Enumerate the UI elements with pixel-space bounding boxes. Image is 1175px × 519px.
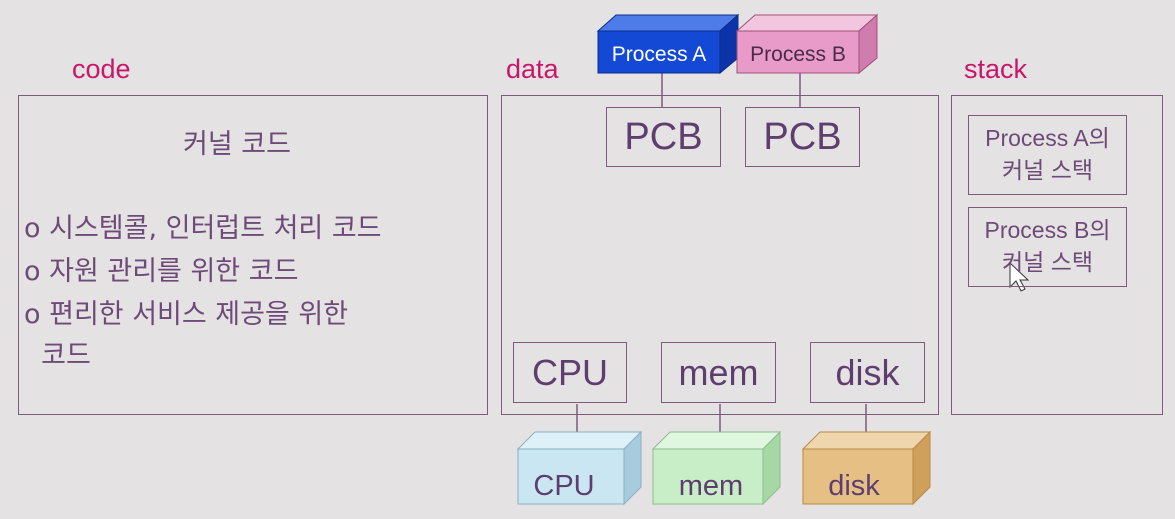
pcb-a-label: PCB — [624, 115, 703, 158]
pcb-box-b: PCB — [745, 107, 860, 167]
code-item-4: 코드 — [24, 340, 91, 371]
mem-hardware-cube: mem — [651, 430, 782, 506]
kernel-code-title: 커널 코드 — [183, 129, 291, 160]
data-section-label: data — [506, 54, 559, 84]
process-b-label: Process B — [750, 43, 846, 66]
stack-section-label: stack — [964, 54, 1028, 84]
cpu-hardware-label: CPU — [533, 470, 594, 502]
mem-data-box: mem — [661, 342, 776, 403]
code-item-2: o 자원 관리를 위한 코드 — [24, 256, 299, 287]
code-item-1: o 시스템콜, 인터럽트 처리 코드 — [24, 213, 382, 244]
disk-data-box: disk — [810, 342, 925, 403]
process-a-cube: Process A — [596, 13, 740, 75]
process-b-stack-line2: 커널 스택 — [1001, 249, 1094, 275]
stack-panel — [951, 95, 1163, 415]
mem-data-label: mem — [678, 351, 759, 393]
cpu-hardware-cube: CPU — [516, 430, 643, 506]
pcb-box-a: PCB — [606, 107, 721, 167]
disk-data-label: disk — [835, 351, 900, 393]
pcb-b-label: PCB — [763, 115, 842, 158]
process-a-kernel-stack: Process A의 커널 스택 — [968, 115, 1127, 195]
process-a-stack-line1: Process A의 — [985, 125, 1110, 151]
disk-hardware-label: disk — [828, 470, 880, 502]
process-a-label: Process A — [612, 43, 707, 66]
code-panel — [18, 95, 488, 415]
cpu-data-label: CPU — [531, 351, 608, 393]
code-section-label: code — [72, 54, 131, 84]
process-b-cube: Process B — [735, 13, 879, 75]
disk-hardware-cube: disk — [801, 430, 932, 506]
mem-hardware-label: mem — [679, 470, 743, 502]
code-item-3: o 편리한 서비스 제공을 위한 — [24, 299, 349, 330]
process-b-kernel-stack: Process B의 커널 스택 — [968, 207, 1127, 287]
process-a-stack-line2: 커널 스택 — [1001, 157, 1094, 183]
process-b-stack-line1: Process B의 — [984, 217, 1111, 243]
cpu-data-box: CPU — [513, 342, 627, 403]
